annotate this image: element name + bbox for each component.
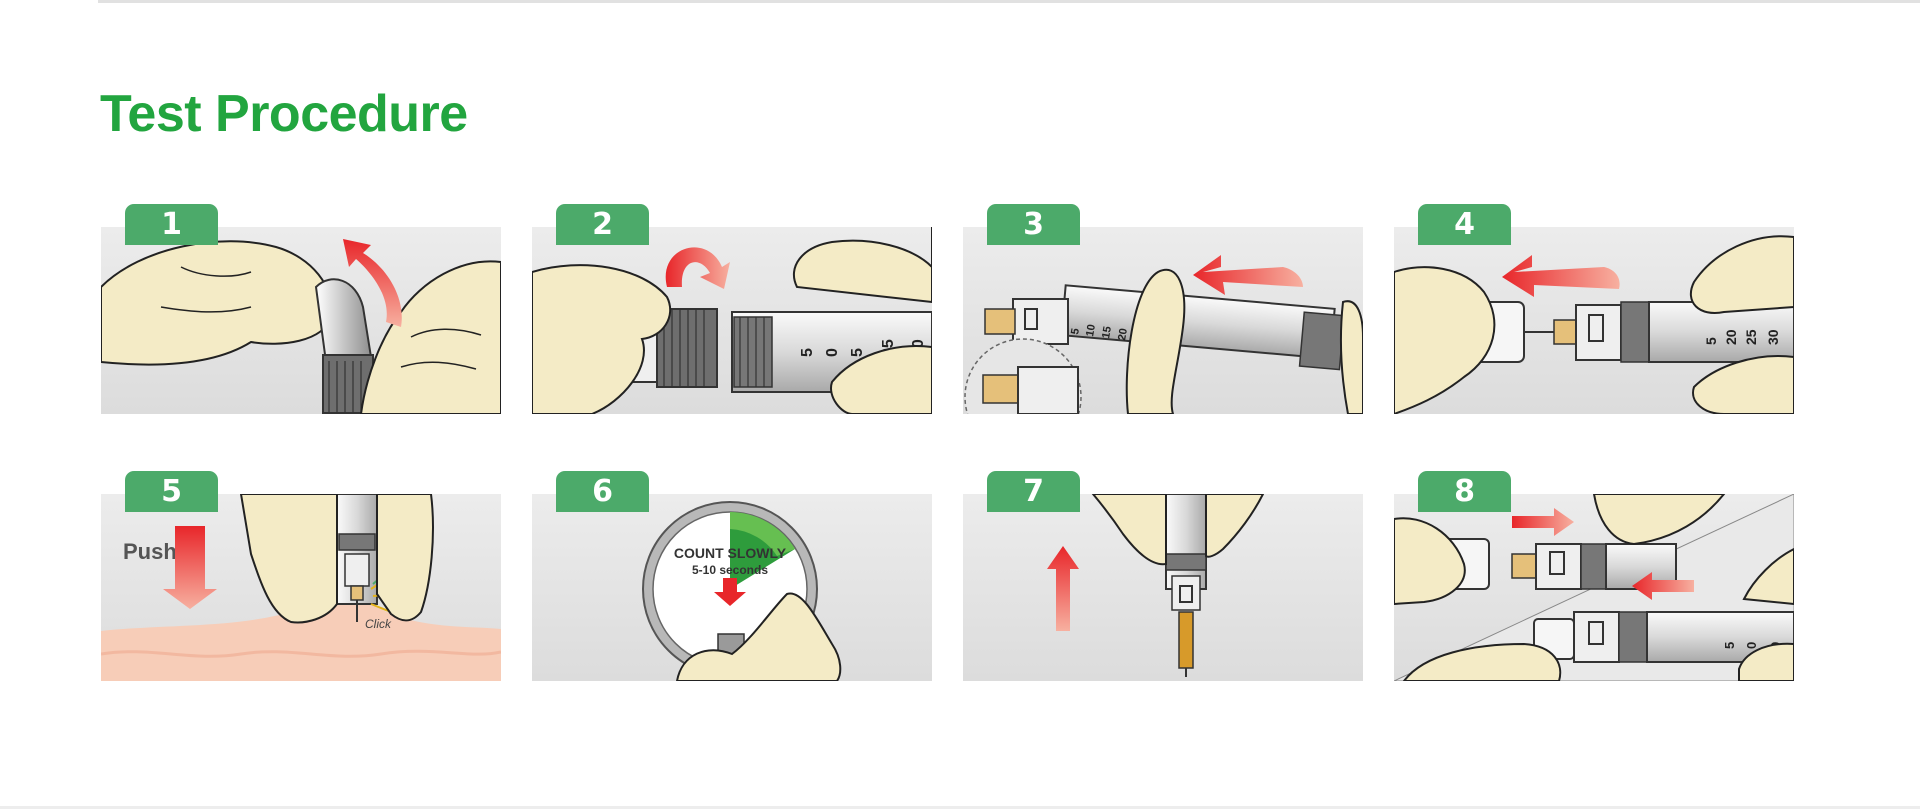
step-illustration: COUNT SLOWLY 5-10 seconds — [532, 494, 932, 681]
arrow-icon — [1193, 255, 1303, 295]
step-5: 5 Push Click — [101, 471, 501, 681]
dose-scale-label: 5 — [1703, 337, 1719, 345]
dose-scale-label: 20 — [1723, 329, 1739, 345]
step-number-badge: 1 — [125, 204, 218, 245]
step-7: 7 — [963, 471, 1363, 681]
dose-scale-label: 10 — [1084, 323, 1098, 337]
page-title: Test Procedure — [100, 85, 468, 143]
step-8: 8 5 0 0 — [1394, 471, 1794, 681]
left-glove-icon — [1394, 517, 1466, 606]
bottom-divider — [0, 806, 1920, 809]
step-illustration: 5 20 25 30 — [1394, 227, 1794, 414]
left-glove-icon — [1394, 266, 1496, 414]
step-illustration: 5 10 15 20 25 30 — [963, 227, 1363, 414]
needle-cap-icon — [314, 278, 373, 364]
top-divider — [98, 0, 1920, 3]
dose-scale-label: 5 — [1722, 642, 1737, 649]
dial-instruction: COUNT SLOWLY — [674, 545, 787, 561]
right-arrow-icon — [1512, 508, 1574, 536]
left-glove-icon — [532, 264, 672, 414]
step-3: 3 5 10 15 20 25 30 — [963, 204, 1363, 414]
rotate-arrow-icon — [665, 247, 730, 289]
pen-body-icon — [1165, 494, 1207, 590]
dose-scale-label: 5 — [799, 348, 816, 357]
down-arrow-icon — [714, 578, 746, 606]
left-glove-icon — [239, 494, 338, 624]
step-2: 2 5 0 5 25 30 — [532, 204, 932, 414]
dose-scale-label: 15 — [1100, 325, 1114, 339]
down-arrow-icon — [163, 526, 217, 609]
step-number-badge: 8 — [1418, 471, 1511, 512]
right-glove-icon — [1689, 235, 1794, 314]
step-4: 4 5 20 25 30 — [1394, 204, 1794, 414]
dose-scale-label: 0 — [824, 348, 841, 357]
right-glove-icon — [376, 494, 434, 622]
step-illustration — [101, 227, 501, 414]
dose-scale-label: 25 — [1743, 329, 1759, 345]
step-illustration: Push Click — [101, 494, 501, 681]
dial-duration: 5-10 seconds — [692, 563, 768, 577]
dose-scale-label: 0 — [1744, 642, 1759, 649]
right-glove-icon — [1205, 494, 1265, 558]
push-label: Push — [123, 539, 177, 564]
click-label: Click — [365, 617, 392, 631]
dose-scale-label: 20 — [1116, 327, 1130, 341]
glove-icon — [675, 592, 842, 681]
thumb-glove-icon — [1125, 269, 1186, 414]
step-number-badge: 5 — [125, 471, 218, 512]
step-1: 1 — [101, 204, 501, 414]
step-6: 6 COUNT SLOWLY 5-10 seconds — [532, 471, 932, 681]
step-number-badge: 4 — [1418, 204, 1511, 245]
dose-scale-label: 5 — [1069, 327, 1082, 335]
left-glove-icon — [1091, 494, 1167, 566]
right-glove-icon — [792, 227, 932, 304]
step-illustration: 5 0 5 25 30 — [532, 227, 932, 414]
step-illustration: 5 0 0 — [1394, 494, 1794, 681]
arrow-icon — [343, 239, 402, 327]
step-number-badge: 7 — [987, 471, 1080, 512]
step-number-badge: 3 — [987, 204, 1080, 245]
up-arrow-icon — [1047, 546, 1079, 631]
dose-scale-label: 30 — [1765, 329, 1781, 345]
dose-scale-label: 5 — [849, 348, 866, 357]
step-number-badge: 6 — [556, 471, 649, 512]
step-illustration — [963, 494, 1363, 681]
arrow-icon — [1502, 255, 1620, 297]
step-number-badge: 2 — [556, 204, 649, 245]
left-arrow-icon — [1632, 572, 1694, 600]
